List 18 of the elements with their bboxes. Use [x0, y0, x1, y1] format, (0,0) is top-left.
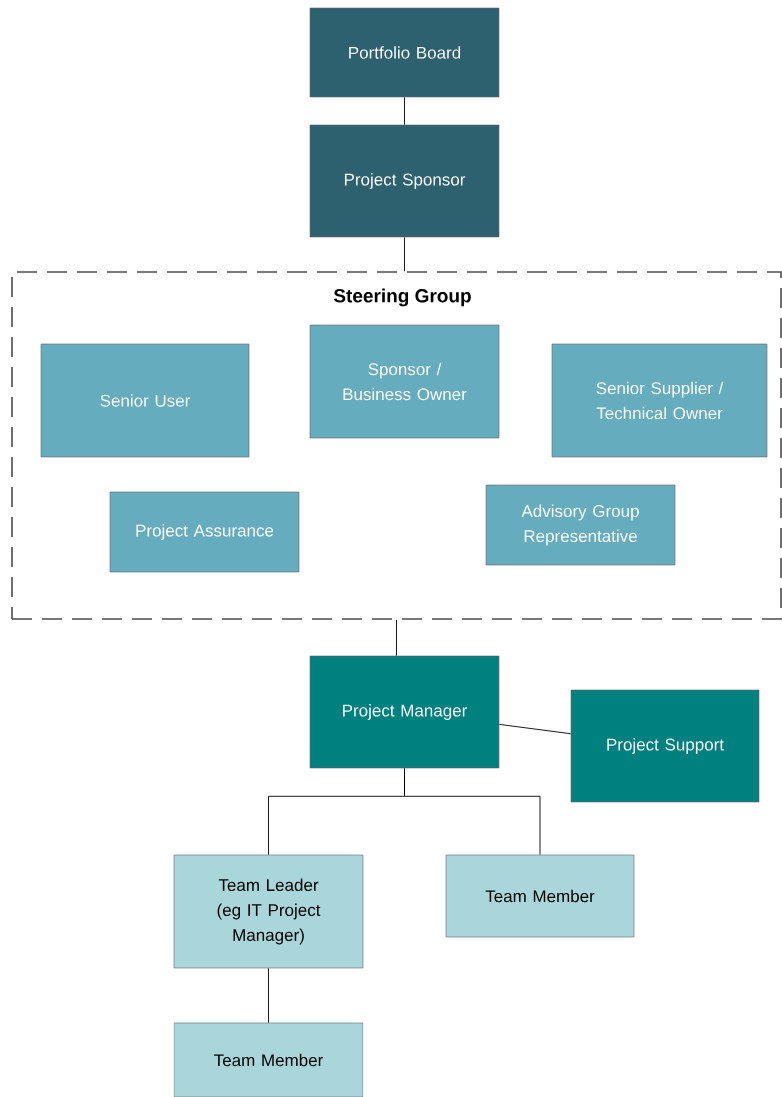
- role-box: Advisory Group Representative: [485, 484, 676, 566]
- role-box: Senior User: [40, 343, 250, 458]
- connector-line: [268, 967, 269, 1024]
- role-box: Project Assurance: [109, 491, 300, 573]
- role-box: Sponsor / Business Owner: [309, 324, 500, 439]
- role-box: Project Sponsor: [309, 124, 500, 238]
- team-box: Team Member: [173, 1022, 364, 1097]
- connector-line: [404, 767, 541, 856]
- role-box: Portfolio Board: [309, 7, 500, 98]
- connector-line: [404, 236, 405, 272]
- connector-line: [396, 619, 397, 657]
- connector-line: [404, 96, 405, 126]
- connector-line: [498, 723, 572, 735]
- team-box: Team Member: [445, 854, 635, 938]
- team-box: Team Leader (eg IT Project Manager): [173, 854, 364, 969]
- role-box: Project Manager: [309, 655, 500, 769]
- role-box: Project Support: [570, 689, 760, 803]
- role-box: Senior Supplier / Technical Owner: [551, 343, 768, 458]
